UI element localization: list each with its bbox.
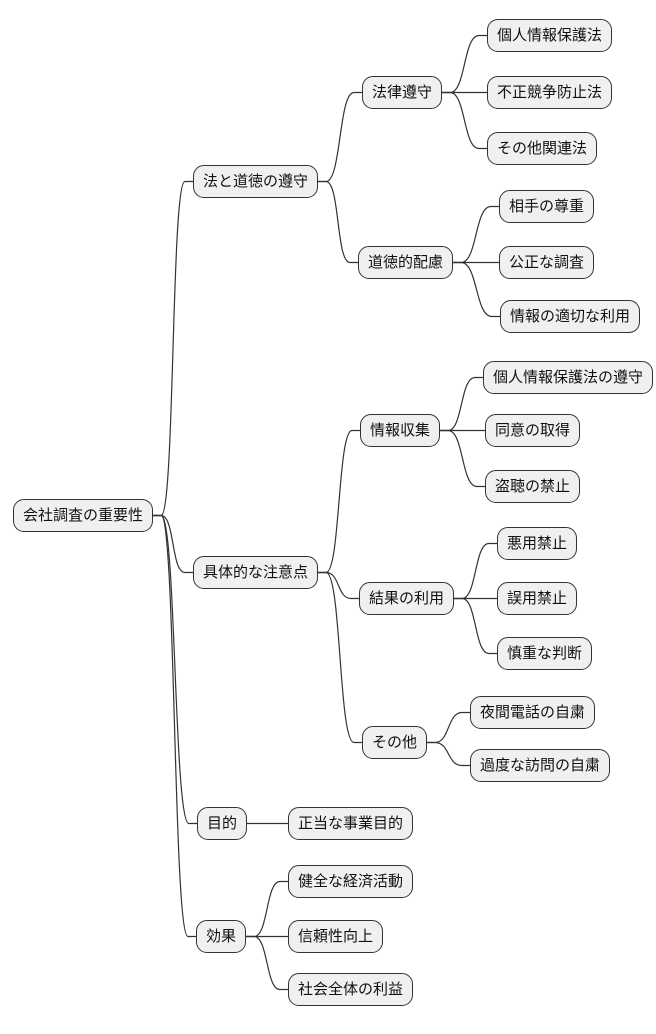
node-benefit-of-society: 社会全体の利益: [288, 973, 414, 1006]
node-no-wiretapping: 盗聴の禁止: [485, 470, 581, 503]
node-law-and-morality: 法と道徳の遵守: [193, 165, 319, 198]
node-respect-for-others: 相手の尊重: [499, 190, 595, 223]
node-no-misuse: 誤用禁止: [497, 582, 578, 615]
node-no-night-phone-calls: 夜間電話の自粛: [470, 696, 596, 729]
node-root: 会社調査の重要性: [13, 499, 154, 532]
node-effect: 効果: [196, 920, 247, 953]
node-unfair-competition-law: 不正競争防止法: [487, 76, 613, 109]
node-careful-judgment: 慎重な判断: [497, 637, 593, 670]
node-information-collection: 情報収集: [360, 414, 441, 447]
node-appropriate-use-of-information: 情報の適切な利用: [500, 300, 641, 333]
node-purpose: 目的: [197, 807, 248, 840]
node-use-of-results: 結果の利用: [359, 582, 455, 615]
node-healthy-economic-activity: 健全な経済活動: [288, 865, 414, 898]
node-no-excessive-visits: 過度な訪問の自粛: [470, 749, 611, 782]
node-legitimate-business-purpose: 正当な事業目的: [288, 807, 414, 840]
node-privacy-law-compliance: 個人情報保護法の遵守: [483, 361, 654, 394]
node-specific-points-of-caution: 具体的な注意点: [193, 556, 319, 589]
node-moral-consideration: 道徳的配慮: [358, 246, 454, 279]
node-obtain-consent: 同意の取得: [485, 414, 581, 447]
node-personal-info-protection-law: 個人情報保護法: [487, 19, 613, 52]
node-other-related-laws: その他関連法: [487, 132, 598, 165]
node-fair-investigation: 公正な調査: [499, 246, 595, 279]
node-others: その他: [362, 726, 428, 759]
node-no-abuse: 悪用禁止: [497, 527, 578, 560]
node-improved-reliability: 信頼性向上: [288, 920, 384, 953]
node-legal-compliance: 法律遵守: [362, 76, 443, 109]
